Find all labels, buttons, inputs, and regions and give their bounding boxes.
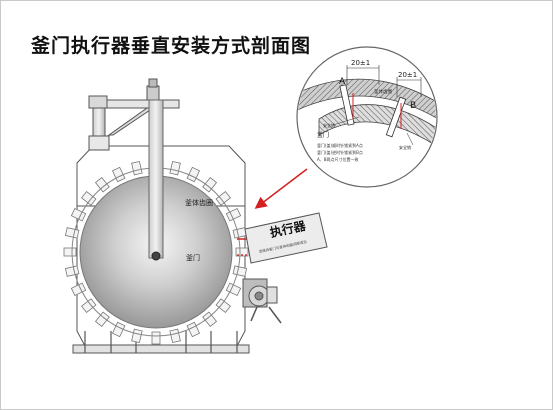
gear-tooth	[81, 298, 97, 314]
gear-tooth	[202, 311, 218, 327]
detail-view: 20±1 20±1 A B 釜体齿圈 釜门 安全销 安全销 釜门(盖)顺时针锁紧…	[296, 46, 438, 188]
gear-tooth	[70, 207, 87, 222]
gear-ring	[63, 159, 249, 345]
detail-pointer-arrow	[254, 168, 308, 209]
side-mechanism	[242, 278, 282, 324]
gear-tooth	[169, 328, 181, 344]
gear-tooth	[225, 207, 242, 222]
gear-tooth	[63, 247, 77, 257]
detail-note-2: 釜门(盖)逆时针锁紧到B点	[317, 149, 363, 155]
gear-tooth	[64, 227, 80, 239]
door-center-pin	[151, 251, 161, 261]
gear-tooth	[131, 160, 143, 176]
gear-tooth	[186, 166, 201, 183]
detail-gear-ring-label: 釜体齿圈	[374, 88, 392, 95]
gear-tooth	[81, 190, 97, 206]
safety-pin-right: 安全销	[399, 144, 411, 150]
gear-tooth	[151, 331, 161, 345]
crane-assembly	[88, 78, 180, 151]
page-title: 釜门执行器垂直安装方式剖面图	[31, 35, 312, 57]
gear-tooth	[186, 321, 201, 338]
gear-tooth	[169, 160, 181, 176]
detail-note-1: 釜门(盖)顺时针锁紧到A点	[317, 142, 363, 148]
gear-tooth	[111, 321, 126, 338]
gear-tooth	[232, 265, 248, 277]
body-gear-ring-label: 釜体齿圈	[185, 198, 213, 207]
gear-tooth	[70, 282, 87, 297]
gear-tooth	[235, 247, 249, 257]
gear-tooth	[111, 166, 126, 183]
point-a-label: A	[339, 77, 346, 87]
detail-door-label: 釜门	[317, 131, 329, 139]
actuator-plate: 执行器 须保持釜门与釜体齿圈间隙适当	[244, 212, 328, 264]
point-b-label: B	[410, 101, 416, 111]
gear-tooth	[94, 311, 110, 327]
gear-tooth	[131, 328, 143, 344]
door-label: 釜门	[186, 253, 200, 262]
dimension-right: 20±1	[398, 71, 417, 79]
gear-tooth	[215, 190, 231, 206]
safety-pin-left: 安全销	[323, 122, 335, 128]
gear-tooth	[64, 265, 80, 277]
gear-tooth	[225, 282, 242, 297]
detail-note-3: A、B两点尺寸位置一致	[317, 156, 358, 162]
door-hinge-arm	[148, 99, 164, 259]
dimension-left: 20±1	[351, 59, 370, 67]
gear-tooth	[94, 177, 110, 193]
gear-tooth	[215, 298, 231, 314]
gear-tooth	[202, 177, 218, 193]
